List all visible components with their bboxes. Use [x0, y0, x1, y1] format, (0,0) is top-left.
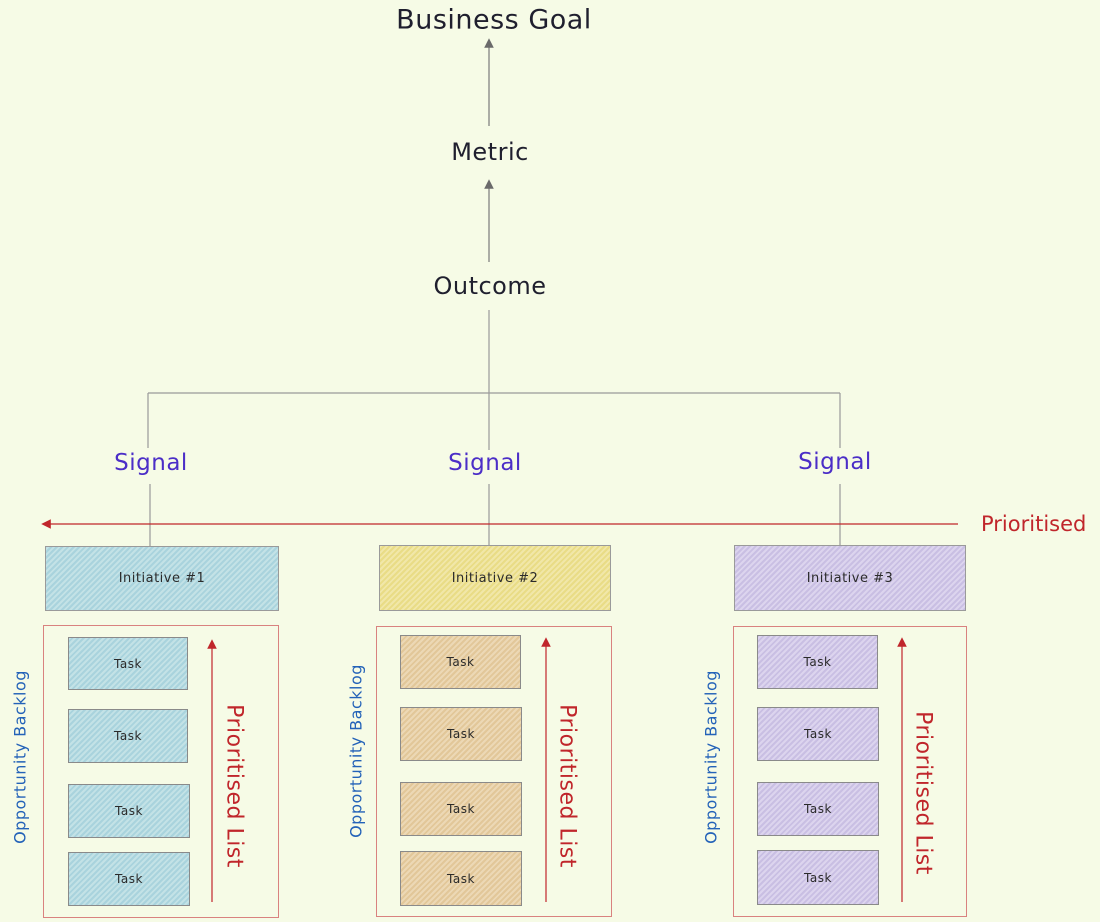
initiative-1-label: Initiative #1: [118, 571, 206, 586]
prioritised-list-label-2: Prioritised List: [554, 704, 580, 868]
business-goal-label: Business Goal: [396, 4, 592, 36]
task-1-3: Task: [68, 784, 190, 838]
task-3-3: Task: [757, 782, 879, 836]
task-3-2: Task: [757, 707, 879, 761]
task-3-1: Task: [757, 635, 878, 689]
backlog-frame-2: [376, 626, 612, 917]
task-2-4: Task: [400, 851, 522, 906]
task-label: Task: [804, 870, 832, 885]
task-label: Task: [447, 871, 475, 886]
metric-label: Metric: [451, 138, 529, 166]
opportunity-backlog-label-3: Opportunity Backlog: [701, 670, 721, 844]
task-label: Task: [114, 729, 142, 743]
task-label: Task: [803, 655, 832, 669]
task-label: Task: [115, 804, 143, 818]
initiative-2-label: Initiative #2: [451, 570, 539, 586]
initiative-3: Initiative #3: [734, 545, 966, 611]
prioritised-list-label-1: Prioritised List: [221, 704, 247, 868]
task-label: Task: [115, 872, 143, 886]
task-1-4: Task: [68, 852, 190, 906]
task-2-1: Task: [400, 635, 521, 689]
task-2-2: Task: [400, 707, 522, 761]
prioritised-list-label-3: Prioritised List: [910, 711, 936, 875]
task-label: Task: [804, 727, 832, 741]
task-label: Task: [114, 656, 142, 671]
task-3-4: Task: [757, 850, 879, 905]
task-label: Task: [447, 727, 475, 741]
signal-label-1: Signal: [114, 450, 188, 476]
task-2-3: Task: [400, 782, 522, 836]
opportunity-backlog-label-2: Opportunity Backlog: [346, 664, 366, 838]
outcome-label: Outcome: [433, 272, 547, 300]
initiative-2: Initiative #2: [379, 545, 611, 611]
task-1-1: Task: [68, 637, 188, 690]
task-1-2: Task: [68, 709, 188, 763]
initiative-1: Initiative #1: [45, 546, 279, 611]
initiative-3-label: Initiative #3: [806, 570, 894, 586]
backlog-frame-3: [733, 626, 967, 917]
signal-label-3: Signal: [798, 449, 872, 475]
opportunity-backlog-label-1: Opportunity Backlog: [10, 670, 30, 844]
backlog-frame-1: [43, 625, 279, 918]
signal-label-2: Signal: [448, 450, 522, 476]
task-label: Task: [446, 655, 475, 669]
prioritised-label: Prioritised: [981, 512, 1087, 536]
task-label: Task: [447, 802, 475, 816]
task-label: Task: [804, 802, 832, 816]
